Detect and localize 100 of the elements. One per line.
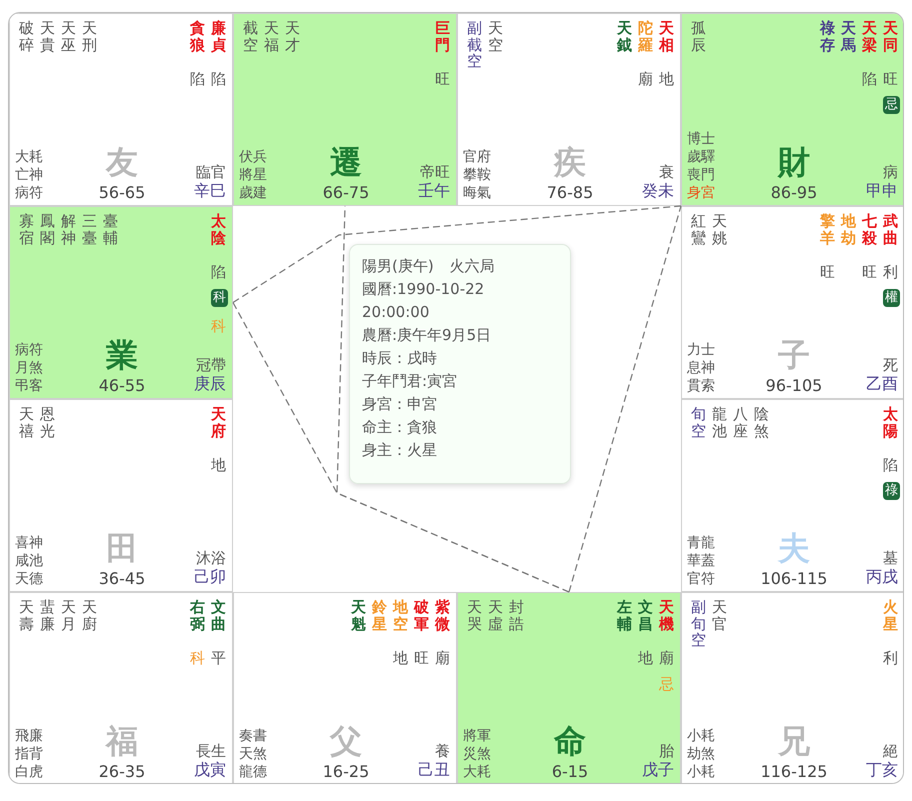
deity-name: 將軍 — [463, 727, 491, 745]
brightness-mark: 地 — [211, 456, 226, 475]
stem-branch: 辛巳 — [194, 181, 226, 202]
deity-name: 白虎 — [15, 763, 43, 781]
info-line: 子年鬥君:寅宮 — [362, 371, 458, 392]
deity-name: 奏書 — [239, 727, 267, 745]
palace-name: 夫 — [778, 532, 810, 564]
palace-cell — [681, 592, 903, 783]
life-stage: 絕 — [883, 742, 898, 761]
brightness-mark: 旺 — [435, 70, 450, 89]
deity-name: 大耗 — [15, 148, 43, 166]
age-range: 106-115 — [760, 571, 828, 587]
deity-name: 息神 — [687, 359, 715, 377]
brightness-mark: 旺 — [883, 70, 898, 89]
life-stage: 墓 — [883, 549, 898, 568]
palace-cell — [681, 399, 903, 592]
star-name: 文昌 — [638, 599, 653, 632]
deity-name: 劫煞 — [687, 745, 715, 763]
palace-name: 業 — [106, 339, 138, 371]
deity-name: 官符 — [687, 570, 715, 588]
palace-cell — [9, 206, 233, 399]
stem-branch: 丁亥 — [866, 760, 898, 781]
connector-line — [232, 205, 682, 303]
deity-name: 大耗 — [463, 763, 491, 781]
age-range: 96-105 — [766, 378, 822, 394]
minor-star-name: 天月 — [61, 599, 76, 632]
deity-name: 月煞 — [15, 359, 43, 377]
stem-branch: 乙酉 — [866, 374, 898, 395]
brightness-mark: 陷 — [211, 263, 226, 282]
minor-star-name: 八座 — [733, 406, 748, 439]
star-name: 地空 — [393, 599, 408, 632]
palace-cell — [9, 399, 233, 592]
deity-name: 弔客 — [15, 377, 43, 395]
deity-name: 亡神 — [15, 166, 43, 184]
brightness-mark: 旺 — [820, 263, 835, 282]
minor-star-name: 陰煞 — [754, 406, 769, 439]
brightness-mark: 地 — [393, 649, 408, 668]
deity-name: 晦氣 — [463, 184, 491, 202]
minor-star-name: 紅鸞 — [691, 213, 706, 246]
stem-branch: 癸未 — [642, 181, 674, 202]
palace-name: 遷 — [330, 146, 362, 178]
info-line: 農曆:庚午年9月5日 — [362, 325, 492, 346]
star-name: 陀羅 — [638, 20, 653, 53]
minor-star-name: 解神 — [61, 213, 76, 246]
body-palace-marker: 身宮 — [687, 184, 715, 202]
star-name: 地劫 — [841, 213, 856, 246]
brightness-mark: 旺 — [862, 263, 877, 282]
palace-name: 子 — [778, 339, 810, 371]
age-range: 36-45 — [98, 571, 146, 587]
star-name: 右弼 — [190, 599, 205, 632]
info-line: 火六局 — [450, 256, 495, 277]
minor-star-name: 龍池 — [712, 406, 727, 439]
stem-branch: 戊寅 — [194, 760, 226, 781]
stem-branch: 甲申 — [866, 181, 898, 202]
life-stage: 胎 — [659, 742, 674, 761]
brightness-mark: 陷 — [883, 456, 898, 475]
star-name: 破軍 — [414, 599, 429, 632]
minor-star-name: 天姚 — [712, 213, 727, 246]
life-stage: 沐浴 — [196, 549, 226, 568]
deity-name: 伏兵 — [239, 148, 267, 166]
palace-name: 友 — [106, 146, 138, 178]
deity-name: 龍德 — [239, 763, 267, 781]
deity-name: 小耗 — [687, 727, 715, 745]
star-name: 擎羊 — [820, 213, 835, 246]
minor-star-name: 旬空 — [691, 406, 706, 439]
minor-star-name: 天空 — [488, 20, 503, 53]
info-panel — [349, 244, 571, 484]
minor-star-name: 恩光 — [40, 406, 55, 439]
star-name: 廉貞 — [211, 20, 226, 53]
brightness-mark: 利 — [883, 649, 898, 668]
transformation-mark: 科 — [190, 649, 205, 668]
transformation-badge: 祿 — [883, 482, 900, 500]
transformation-mark: 科 — [211, 317, 226, 336]
deity-name: 災煞 — [463, 745, 491, 763]
minor-star-name: 副旬空 — [691, 599, 706, 648]
age-range: 6-15 — [552, 764, 588, 780]
minor-star-name: 天禧 — [19, 406, 34, 439]
minor-star-name: 天才 — [285, 20, 300, 53]
deity-name: 攀鞍 — [463, 166, 491, 184]
star-name: 天府 — [211, 406, 226, 439]
stem-branch: 丙戌 — [866, 567, 898, 588]
brightness-mark: 廟 — [435, 649, 450, 668]
minor-star-name: 孤辰 — [691, 20, 706, 53]
star-name: 天梁 — [862, 20, 877, 53]
minor-star-name: 天哭 — [467, 599, 482, 632]
minor-star-name: 天廚 — [82, 599, 97, 632]
star-name: 貪狼 — [190, 20, 205, 53]
minor-star-name: 天貴 — [40, 20, 55, 53]
minor-star-name: 天巫 — [61, 20, 76, 53]
deity-name: 力士 — [687, 341, 715, 359]
deity-name: 飛廉 — [15, 727, 43, 745]
deity-name: 天煞 — [239, 745, 267, 763]
age-range: 86-95 — [770, 185, 818, 201]
star-name: 天馬 — [841, 20, 856, 53]
minor-star-name: 鳳閣 — [40, 213, 55, 246]
info-line: 命主：貪狼 — [362, 417, 438, 438]
star-name: 太陽 — [883, 406, 898, 439]
star-name: 文曲 — [211, 599, 226, 632]
stem-branch: 己卯 — [194, 567, 226, 588]
deity-name: 將星 — [239, 166, 267, 184]
